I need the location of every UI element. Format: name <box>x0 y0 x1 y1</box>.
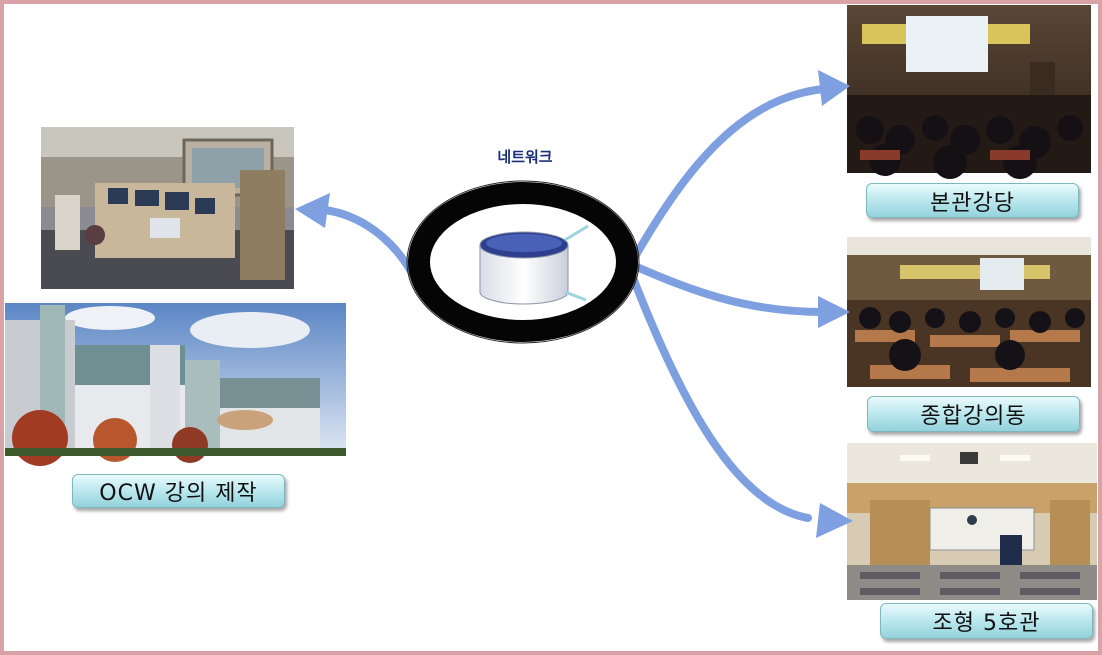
main-hall-label: 본관강당 <box>866 183 1079 218</box>
arrow-to-general-lecture <box>628 261 827 316</box>
general-lecture-photo <box>847 237 1091 387</box>
general-lecture-label: 종합강의동 <box>867 396 1080 432</box>
arrowhead-general-lecture <box>818 296 850 328</box>
campus-building-photo <box>5 303 346 466</box>
building5-classroom-photo <box>847 443 1097 600</box>
arrowhead-main-hall <box>818 70 850 106</box>
main-hall-photo <box>847 5 1091 179</box>
ocw-lecture-label: OCW 강의 제작 <box>72 474 285 508</box>
arrowhead-ocw <box>295 193 330 228</box>
arrow-heads <box>295 70 853 538</box>
database-icon <box>479 224 589 305</box>
network-title: 네트워크 <box>497 148 553 166</box>
arrows <box>321 85 827 522</box>
arrow-to-main-hall <box>628 85 827 266</box>
arrow-to-building5 <box>626 266 812 522</box>
building5-label: 조형 5호관 <box>880 603 1093 639</box>
control-room-photo <box>41 127 294 289</box>
arrow-to-ocw <box>321 206 416 277</box>
arrowhead-building5 <box>816 503 853 538</box>
network-ring <box>406 180 640 344</box>
